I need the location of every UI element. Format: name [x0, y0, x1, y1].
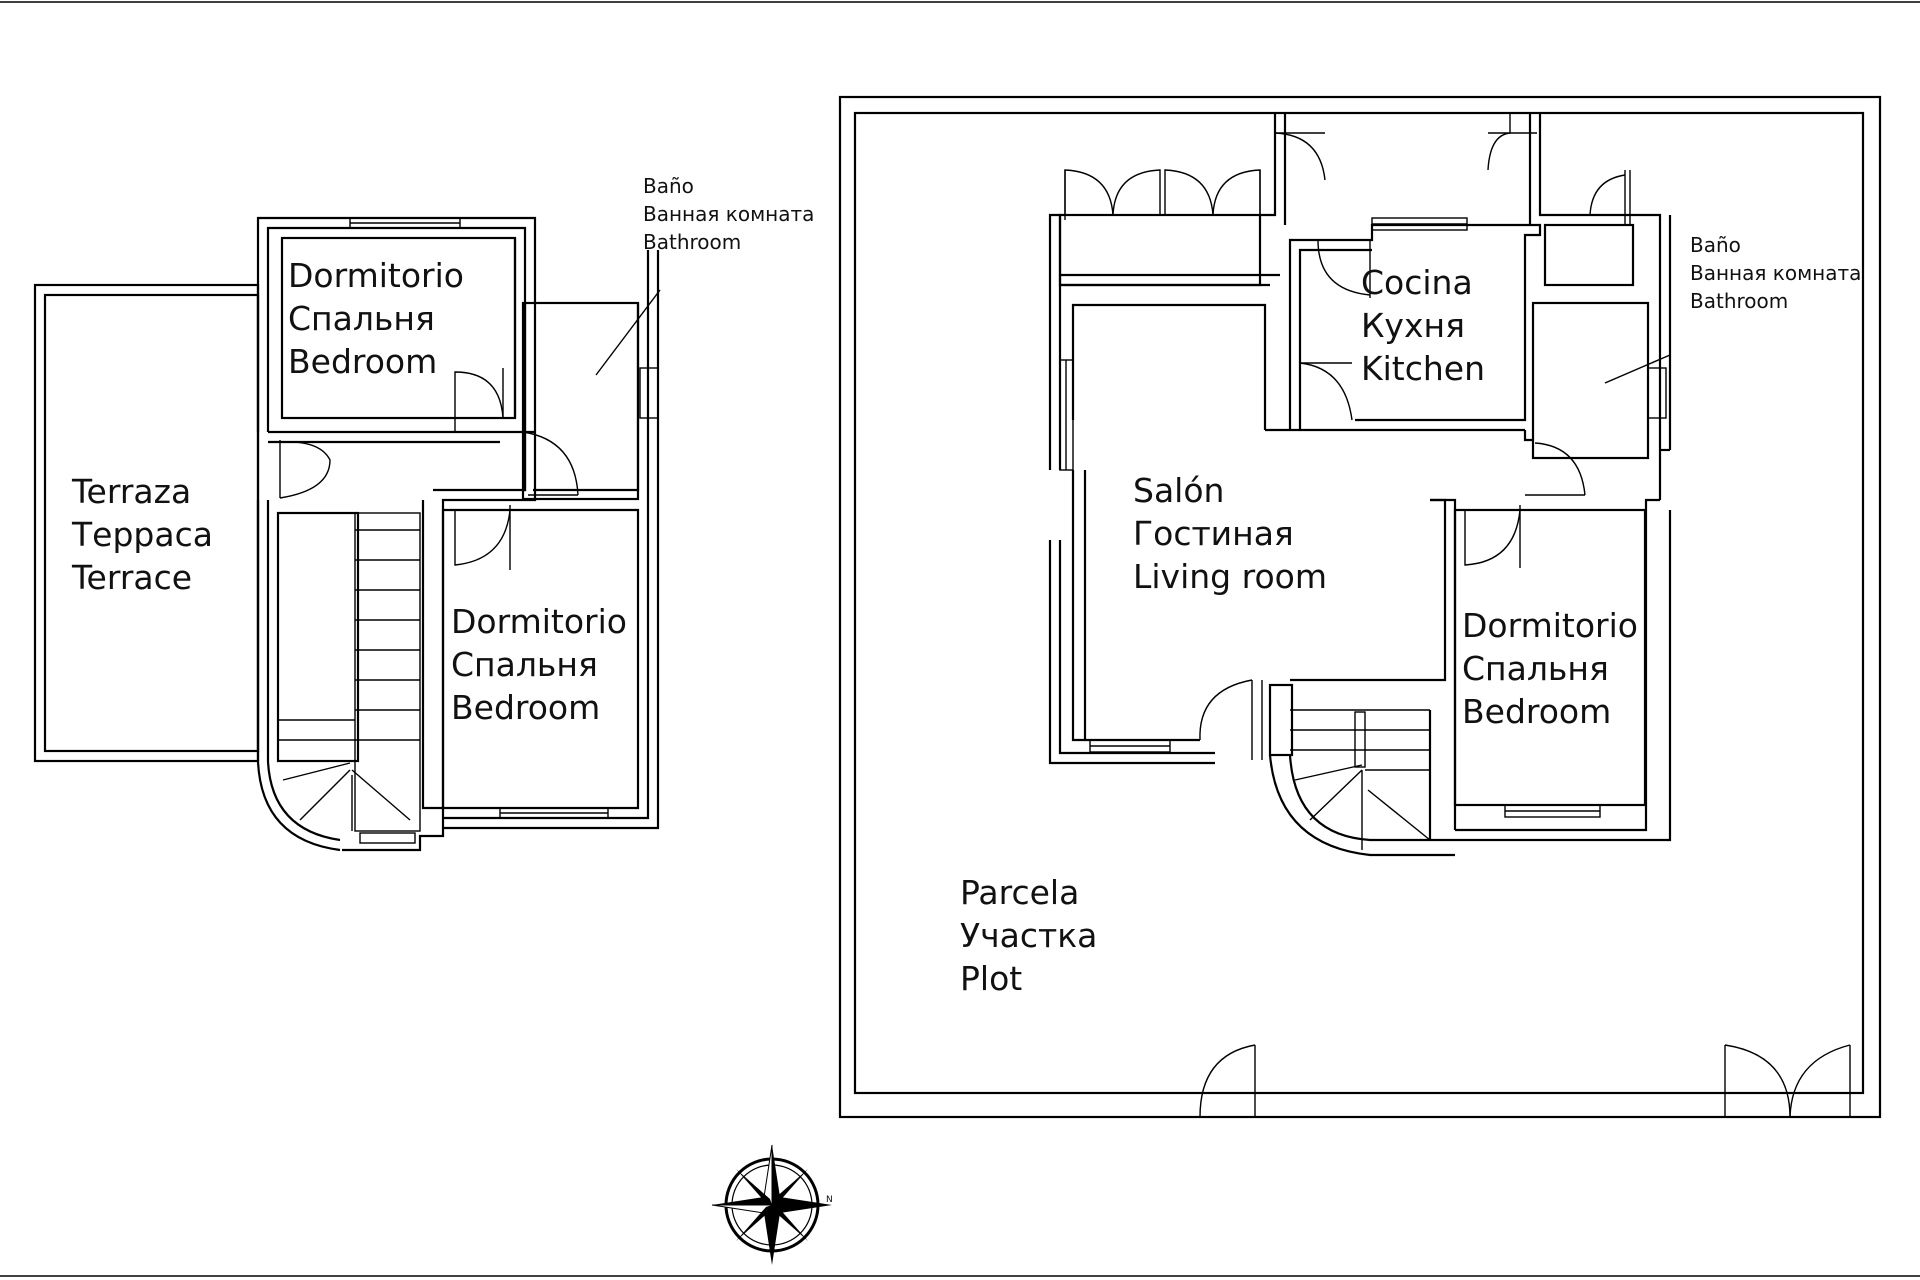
- upper-bedroom-top-walls: [280, 236, 517, 420]
- upper-bathroom-ru: Ванная комната: [643, 202, 814, 226]
- living-room-label: Salón Гостиная Living room: [1133, 471, 1327, 596]
- upper-bedroom-top-en: Bedroom: [288, 342, 437, 381]
- upper-window-top: [349, 217, 461, 229]
- terrace-en: Terrace: [71, 558, 192, 597]
- living-room-es: Salón: [1133, 471, 1224, 510]
- plot-boundary: [838, 95, 1882, 1119]
- compass-rose: [711, 1144, 832, 1265]
- ground-bathroom-label: Baño Ванная комната Bathroom: [1690, 233, 1861, 313]
- ground-top-gates: [1274, 113, 1537, 181]
- ground-bathroom-walls: [1523, 170, 1671, 496]
- plot-label: Parcela Участка Plot: [960, 873, 1097, 998]
- plot-es: Parcela: [960, 873, 1079, 912]
- ground-bedroom-label: Dormitorio Спальня Bedroom: [1462, 606, 1638, 731]
- ground-bathroom-es: Baño: [1690, 233, 1741, 257]
- upper-bedroom-bottom-walls: [421, 500, 660, 830]
- living-room-en: Living room: [1133, 557, 1327, 596]
- upper-stairs: [256, 430, 535, 852]
- upper-bedroom-top-ru: Спальня: [288, 299, 435, 338]
- terrace-ru: Терраса: [71, 515, 213, 554]
- kitchen-es: Cocina: [1361, 263, 1473, 302]
- kitchen-en: Kitchen: [1361, 349, 1485, 388]
- upper-bathroom-es: Baño: [643, 174, 694, 198]
- ground-living-room-walls: [1059, 303, 1457, 830]
- upper-bedroom-bottom-en: Bedroom: [451, 688, 600, 727]
- upper-bedroom-bottom-label: Dormitorio Спальня Bedroom: [451, 602, 627, 727]
- ground-bedroom-walls: [1453, 505, 1647, 818]
- kitchen-ru: Кухня: [1361, 306, 1465, 345]
- ground-bedroom-en: Bedroom: [1462, 692, 1611, 731]
- plot-ru: Участка: [960, 916, 1097, 955]
- kitchen-label: Cocina Кухня Kitchen: [1361, 263, 1485, 388]
- upper-bedroom-bottom-es: Dormitorio: [451, 602, 627, 641]
- terrace-label: Terraza Терраса Terrace: [71, 472, 213, 597]
- ground-bathroom-en: Bathroom: [1690, 289, 1788, 313]
- ground-outer-walls: [1048, 113, 1672, 842]
- upper-bathroom-label: Baño Ванная комната Bathroom: [643, 174, 814, 254]
- ground-bedroom-es: Dormitorio: [1462, 606, 1638, 645]
- upper-bathroom-en: Bathroom: [643, 230, 741, 254]
- living-room-ru: Гостиная: [1133, 514, 1294, 553]
- ground-bedroom-ru: Спальня: [1462, 649, 1609, 688]
- upper-bedroom-top-es: Dormitorio: [288, 256, 464, 295]
- ground-stairs: [1268, 683, 1455, 857]
- ground-kitchen-walls: [1288, 217, 1635, 432]
- upper-bathroom-walls: [521, 250, 661, 501]
- ground-floor-plan: [838, 95, 1882, 1119]
- upper-bedroom-bottom-ru: Спальня: [451, 645, 598, 684]
- ground-bathroom-ru: Ванная комната: [1690, 261, 1861, 285]
- upper-doors: [279, 368, 579, 570]
- terrace-es: Terraza: [71, 472, 191, 511]
- plot-en: Plot: [960, 959, 1022, 998]
- ground-porch-doors: [1058, 169, 1262, 287]
- upper-floor-plan: [33, 216, 661, 852]
- plot-gates: [1199, 1044, 1851, 1118]
- upper-bedroom-top-label: Dormitorio Спальня Bedroom: [288, 256, 464, 381]
- compass-north-letter: N: [826, 1195, 833, 1205]
